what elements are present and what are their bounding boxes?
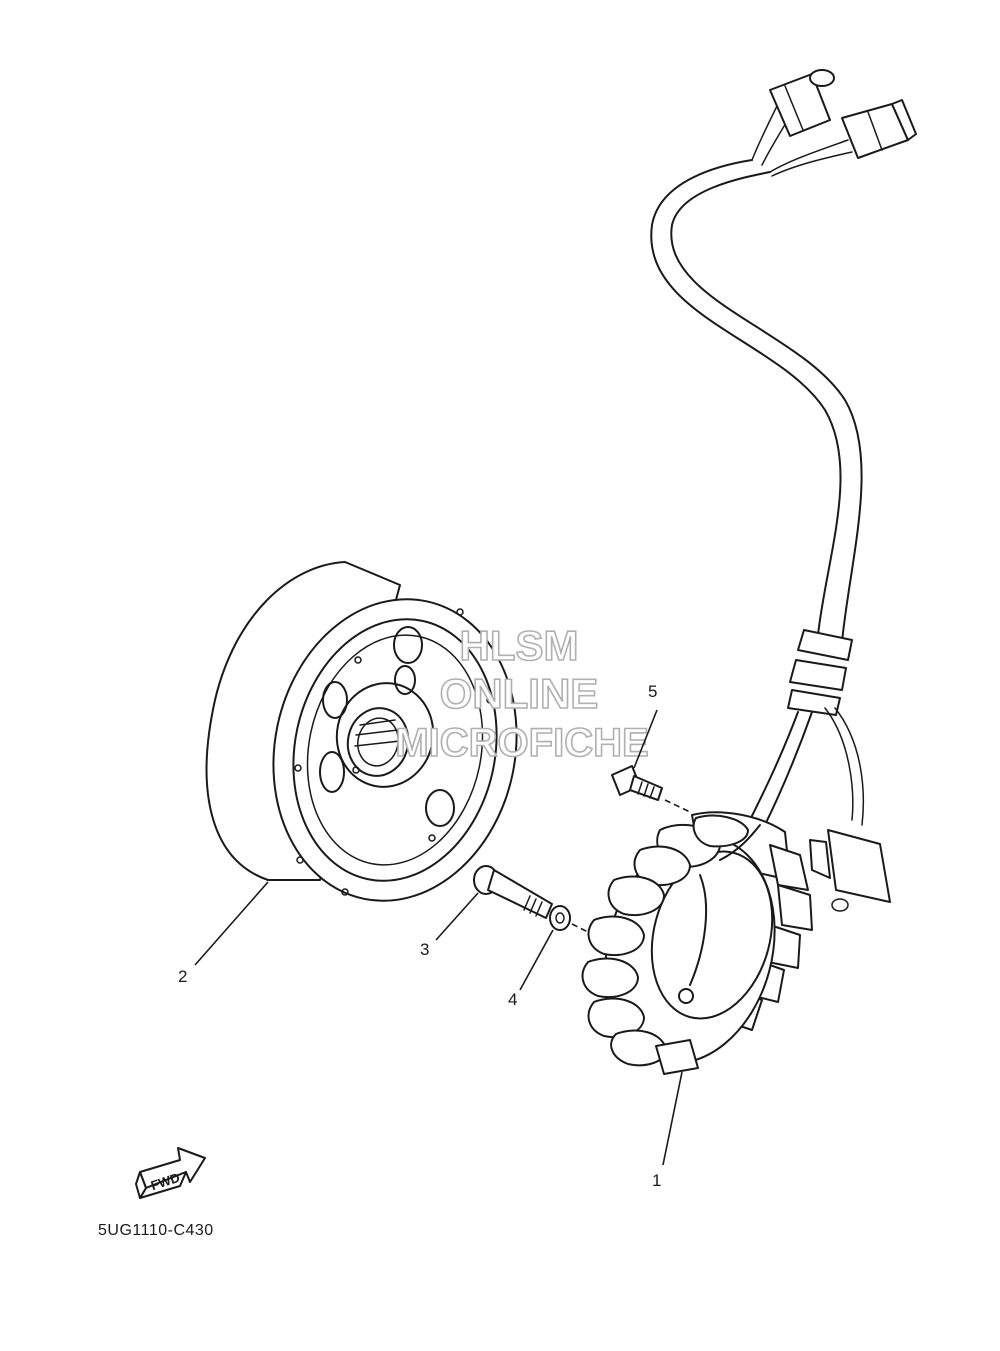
fwd-arrow-icon: FWD: [135, 1147, 206, 1199]
diagram-code: 5UG1110-C430: [98, 1222, 214, 1239]
callout-4: 4: [508, 990, 517, 1009]
callout-3: 3: [420, 940, 429, 959]
callout-1: 1: [652, 1171, 661, 1190]
watermark-line-2: ONLINE: [440, 670, 599, 717]
washer-part-4: [549, 905, 593, 935]
screw-part-5: [611, 765, 691, 813]
flywheel-rotor: [205, 561, 518, 902]
callout-5: 5: [648, 682, 657, 701]
square-connector: [841, 99, 917, 159]
pickup-connector: [809, 829, 891, 912]
leader-lines: [194, 709, 683, 1166]
callouts: 2 3 4 5 1: [178, 682, 661, 1190]
callout-2: 2: [178, 967, 187, 986]
stator-coil: [581, 811, 813, 1075]
round-connector: [769, 69, 835, 137]
watermark-line-3: MICROFICHE: [395, 721, 648, 765]
watermark: HLSM ONLINE MICROFICHE: [395, 621, 650, 766]
bolt-part-3: [473, 865, 553, 919]
wire-harness: [650, 69, 917, 912]
cable-grommet: [787, 629, 853, 716]
watermark-line-1: HLSM: [460, 622, 579, 669]
